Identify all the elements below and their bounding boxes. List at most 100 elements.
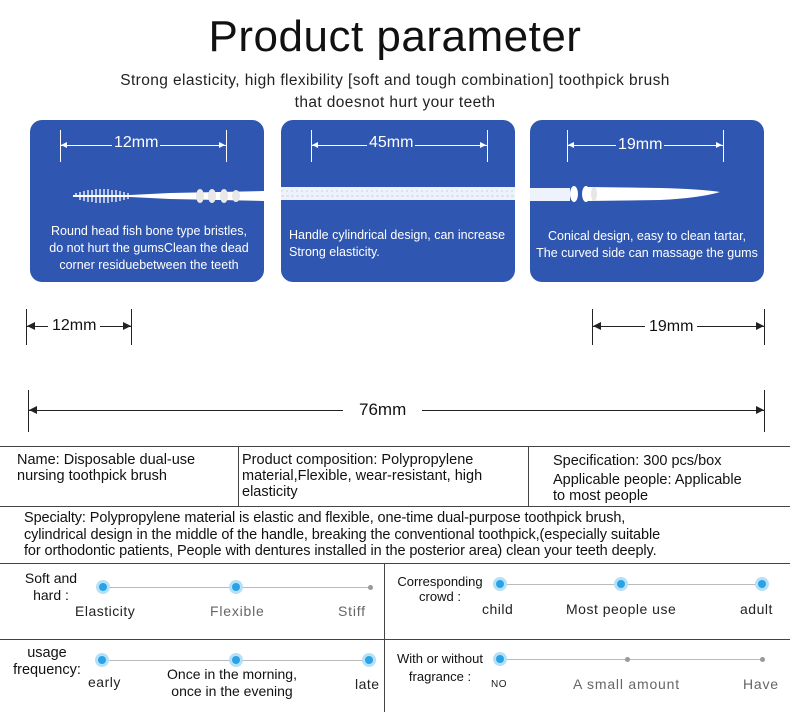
- arrow-right-icon: [756, 322, 764, 330]
- fragrance-scale-line: [500, 659, 762, 660]
- cell-line: cylindrical design in the middle of the …: [24, 526, 661, 543]
- arrow-right-icon: [219, 142, 225, 148]
- fragrance-option: Have: [743, 676, 779, 692]
- product-name: Name: Disposable dual-use nursing toothp…: [17, 452, 195, 484]
- cell-line: Specialty: Polypropylene material is ela…: [24, 510, 626, 526]
- crowd-scale-line: [500, 584, 762, 585]
- arrow-left-icon: [593, 322, 601, 330]
- crowd-label: Corresponding crowd :: [388, 574, 492, 604]
- dim-label-right: 19mm: [645, 318, 698, 336]
- panel-conical-tip: 19mm Conical design, easy to clean tarta…: [530, 120, 764, 282]
- cell-line: nursing toothpick brush: [17, 468, 167, 484]
- label-line: frequency:: [13, 662, 81, 678]
- frequency-label: usage frequency:: [4, 645, 90, 679]
- handle-illustration: [281, 187, 515, 200]
- arrow-right-icon: [716, 142, 722, 148]
- hardness-marker: [99, 583, 107, 591]
- panel-dim-tick: [723, 130, 724, 162]
- dim-tick-right-start: [592, 309, 593, 345]
- arrow-right-icon: [123, 322, 131, 330]
- option-line: Once in the morning,: [167, 666, 297, 682]
- panel-dim-tick: [567, 130, 568, 162]
- arrow-left-icon: [312, 142, 318, 148]
- panel-dim-label: 19mm: [616, 136, 665, 154]
- arrow-left-icon: [27, 322, 35, 330]
- table-rule: [0, 446, 790, 447]
- cell-line: Applicable people: Applicable: [553, 472, 742, 488]
- hardness-marker: [232, 583, 240, 591]
- table-rule: [0, 506, 790, 507]
- dim-tick-left-start: [26, 309, 27, 345]
- table-divider: [528, 446, 529, 506]
- crowd-marker: [617, 580, 625, 588]
- arrow-left-icon: [29, 406, 37, 414]
- cell-line: material,Flexible, wear-resistant, high: [242, 468, 483, 484]
- brush-head-illustration: [73, 189, 264, 203]
- fragrance-option: A small amount: [573, 676, 680, 692]
- panel-dim-tick: [60, 130, 61, 162]
- label-line: usage: [27, 645, 67, 661]
- arrow-left-icon: [568, 142, 574, 148]
- fragrance-marker: [496, 655, 504, 663]
- dim-label-left: 12mm: [48, 317, 101, 335]
- panel-description: Handle cylindrical design, can increase …: [289, 227, 511, 261]
- product-specialty: Specialty: Polypropylene material is ela…: [24, 510, 660, 560]
- desc-line: Conical design, easy to clean tartar,: [547, 229, 747, 243]
- desc-line: The curved side can massage the gums: [536, 246, 758, 260]
- label-line: Corresponding: [397, 574, 483, 589]
- option-line: once in the evening: [171, 683, 293, 699]
- product-composition: Product composition: Polypropylene mater…: [242, 452, 482, 500]
- label-line: crowd :: [419, 589, 461, 604]
- panel-dim-label: 12mm: [112, 134, 161, 152]
- applicable-people: Applicable people: Applicable to most pe…: [553, 472, 742, 504]
- table-divider: [238, 446, 239, 506]
- dim-tick-right-end: [764, 309, 765, 345]
- subtitle-line-1: Strong elasticity, high flexibility [sof…: [120, 72, 670, 89]
- label-line: With or without: [397, 651, 483, 666]
- arrow-right-icon: [756, 406, 764, 414]
- desc-line: Handle cylindrical design, can increase: [289, 228, 506, 242]
- fragrance-option: NO: [491, 679, 507, 690]
- cell-line: for orthodontic patients, People with de…: [24, 543, 657, 559]
- panel-bristle-head: 12mm Round head fish bone type bristles,…: [30, 120, 264, 282]
- hardness-option: Elasticity: [75, 603, 136, 619]
- arrow-left-icon: [61, 142, 67, 148]
- desc-line: Round head fish bone type bristles,: [51, 224, 247, 238]
- arrow-right-icon: [480, 142, 486, 148]
- frequency-option: early: [88, 674, 121, 690]
- frequency-marker: [98, 656, 106, 664]
- subtitle-line-2: that doesnot hurt your teeth: [294, 94, 496, 111]
- hardness-option: Stiff: [338, 603, 366, 619]
- dim-tick-total-end: [764, 390, 765, 432]
- page-subtitle: Strong elasticity, high flexibility [sof…: [0, 70, 790, 114]
- crowd-marker: [758, 580, 766, 588]
- table-rule: [0, 639, 790, 640]
- crowd-option: Most people use: [566, 601, 677, 617]
- label-line: Soft and: [24, 570, 78, 586]
- panel-description: Round head fish bone type bristles, do n…: [37, 223, 261, 274]
- dim-tick-total-start: [28, 390, 29, 432]
- panel-dim-tick: [311, 130, 312, 162]
- hardness-label: Soft and hard :: [10, 570, 92, 604]
- fragrance-marker-inactive: [625, 657, 630, 662]
- crowd-option: child: [482, 601, 514, 617]
- fragrance-label: With or without fragrance :: [388, 650, 492, 686]
- page-title: Product parameter: [208, 12, 582, 61]
- dim-label-total: 76mm: [343, 400, 423, 420]
- table-rule: [0, 563, 790, 564]
- table-divider: [384, 563, 385, 712]
- hardness-option: Flexible: [210, 603, 265, 619]
- frequency-marker: [365, 656, 373, 664]
- crowd-marker: [496, 580, 504, 588]
- crowd-option: adult: [740, 601, 773, 617]
- frequency-marker: [232, 656, 240, 664]
- panel-handle: 45mm Handle cylindrical design, can incr…: [281, 120, 515, 282]
- hardness-marker-inactive: [368, 585, 373, 590]
- cell-line: Name: Disposable dual-use: [17, 452, 196, 468]
- tip-illustration: [530, 186, 720, 202]
- panel-dim-label: 45mm: [367, 134, 416, 152]
- label-line: fragrance :: [408, 669, 472, 684]
- panel-dim-tick: [226, 130, 227, 162]
- frequency-option: late: [355, 676, 380, 692]
- dim-tick-left-end: [131, 309, 132, 345]
